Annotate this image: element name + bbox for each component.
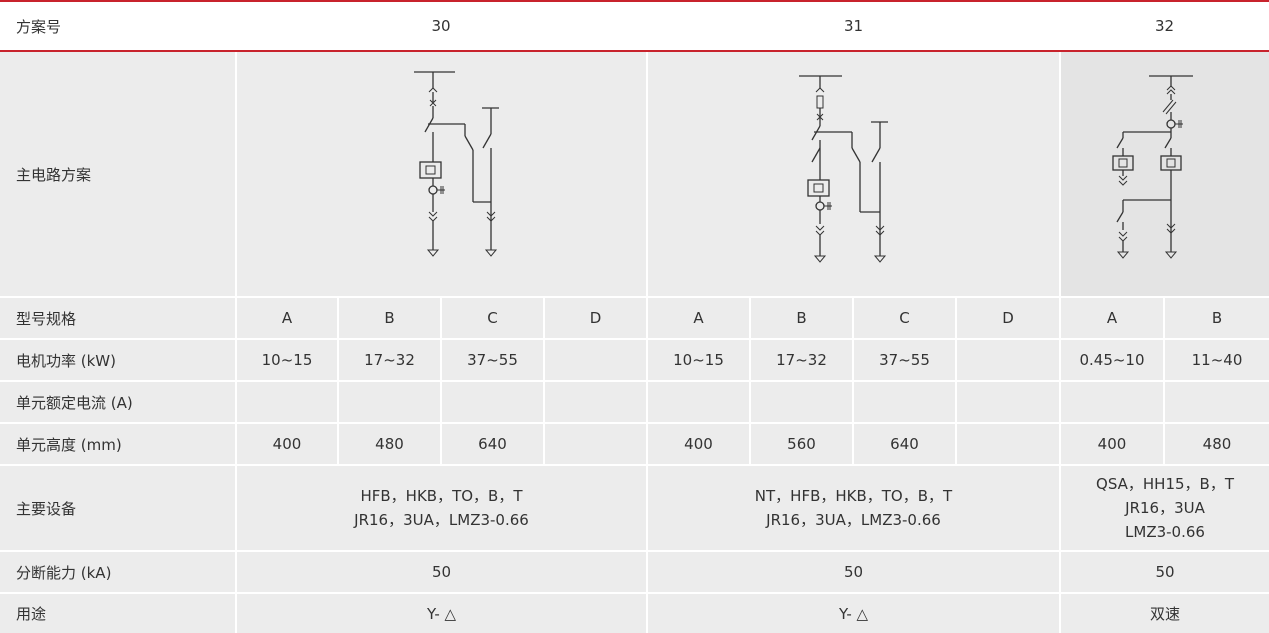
usage-row-label: 用途 (0, 594, 235, 633)
scheme-30-number: 30 (235, 2, 647, 50)
equipment-31-line-1: NT，HFB，HKB，TO，B，T (754, 487, 953, 505)
equipment-31-line-2: JR16，3UA，LMZ3-0.66 (766, 511, 941, 529)
model-32-a: A (1061, 298, 1163, 338)
header-label: 方案号 (0, 2, 235, 50)
current-31-c (854, 382, 955, 422)
power-row-label: 电机功率 (kW) (0, 340, 235, 380)
height-30-d (545, 424, 646, 464)
circuit-32-svg (1112, 75, 1193, 259)
breaking-30: 50 (237, 552, 646, 592)
circuit-diagram-31 (648, 52, 1059, 296)
current-32-b (1165, 382, 1269, 422)
current-31-b (751, 382, 852, 422)
model-30-b: B (339, 298, 440, 338)
current-30-a (237, 382, 337, 422)
model-31-c: C (854, 298, 955, 338)
scheme-32-number: 32 (1060, 2, 1269, 50)
equipment-32-line-2: JR16，3UA (1125, 499, 1205, 517)
model-30-d: D (545, 298, 646, 338)
breaking-32: 50 (1061, 552, 1269, 592)
circuit-diagram-32 (1061, 52, 1269, 296)
model-32-b: B (1165, 298, 1269, 338)
equipment-32-line-1: QSA，HH15，B，T (1096, 475, 1234, 493)
scheme-31-number: 31 (647, 2, 1060, 50)
power-31-a: 10~15 (648, 340, 749, 380)
height-31-b: 560 (751, 424, 852, 464)
top-red-rule (0, 0, 1269, 2)
height-30-a: 400 (237, 424, 337, 464)
equipment-30-line-2: JR16，3UA，LMZ3-0.66 (354, 511, 529, 529)
model-31-a: A (648, 298, 749, 338)
current-30-b (339, 382, 440, 422)
power-31-b: 17~32 (751, 340, 852, 380)
height-32-b: 480 (1165, 424, 1269, 464)
power-30-a: 10~15 (237, 340, 337, 380)
height-31-d (957, 424, 1059, 464)
height-31-c: 640 (854, 424, 955, 464)
power-32-a: 0.45~10 (1061, 340, 1163, 380)
breaking-row-label: 分断能力 (kA) (0, 552, 235, 592)
current-30-c (442, 382, 543, 422)
usage-30: Y- △ (237, 594, 646, 633)
height-31-a: 400 (648, 424, 749, 464)
power-31-c: 37~55 (854, 340, 955, 380)
height-30-b: 480 (339, 424, 440, 464)
circuit-30-svg (414, 71, 499, 257)
equipment-32-line-3: LMZ3-0.66 (1125, 523, 1205, 541)
height-32-a: 400 (1061, 424, 1163, 464)
current-32-a (1061, 382, 1163, 422)
usage-32: 双速 (1061, 594, 1269, 633)
current-row-label: 单元额定电流 (A) (0, 382, 235, 422)
breaking-31: 50 (648, 552, 1059, 592)
height-row-label: 单元高度 (mm) (0, 424, 235, 464)
power-31-d (957, 340, 1059, 380)
power-30-b: 17~32 (339, 340, 440, 380)
equipment-30-line-1: HFB，HKB，TO，B，T (360, 487, 523, 505)
power-30-c: 37~55 (442, 340, 543, 380)
equipment-32: QSA，HH15，B，T JR16，3UA LMZ3-0.66 (1061, 466, 1269, 550)
circuit-31-svg (799, 75, 888, 263)
model-31-b: B (751, 298, 852, 338)
model-31-d: D (957, 298, 1059, 338)
usage-31: Y- △ (648, 594, 1059, 633)
equipment-30: HFB，HKB，TO，B，T JR16，3UA，LMZ3-0.66 (237, 466, 646, 550)
height-30-c: 640 (442, 424, 543, 464)
equipment-row-label: 主要设备 (0, 466, 235, 550)
header-red-rule (0, 50, 1269, 52)
power-32-b: 11~40 (1165, 340, 1269, 380)
equipment-31: NT，HFB，HKB，TO，B，T JR16，3UA，LMZ3-0.66 (648, 466, 1059, 550)
model-30-c: C (442, 298, 543, 338)
power-30-d (545, 340, 646, 380)
circuit-row-label: 主电路方案 (0, 52, 235, 296)
current-31-a (648, 382, 749, 422)
model-30-a: A (237, 298, 337, 338)
current-30-d (545, 382, 646, 422)
circuit-diagram-30 (237, 52, 646, 296)
current-31-d (957, 382, 1059, 422)
model-row-label: 型号规格 (0, 298, 235, 338)
